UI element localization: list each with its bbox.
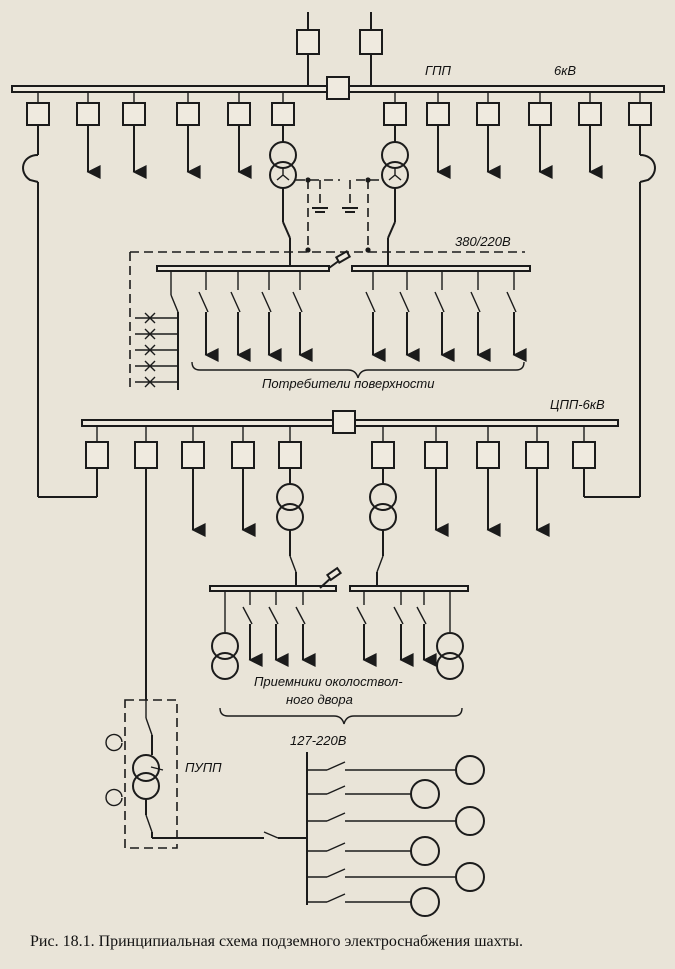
motor-1	[455, 755, 485, 785]
shaft-yard-brace	[219, 707, 463, 725]
incoming-feeders	[296, 12, 383, 86]
surface-transformer-left	[269, 141, 297, 222]
lv-distribution	[263, 752, 485, 917]
motor-3	[455, 806, 485, 836]
motor-2	[410, 779, 440, 809]
underground-transformer-left	[276, 483, 304, 588]
grounding-network	[129, 177, 525, 390]
lv-busbar-left	[156, 265, 330, 272]
shaft-busbar-right	[349, 585, 469, 592]
surface-consumer-feeders	[170, 271, 527, 390]
lv-sectional-switch	[328, 250, 352, 269]
shaft-yard-feeders	[211, 591, 464, 680]
shaft-yard-label-line1: Приемники околоствол-	[254, 674, 403, 689]
underground-transformer-right	[369, 483, 397, 588]
cpp-sectional-breaker	[332, 410, 356, 434]
lv-voltage-label: 380/220В	[455, 234, 511, 249]
lv-incoming-switches	[282, 221, 396, 268]
shaft-yard-label-line2: ного двора	[286, 692, 353, 707]
surface-consumers-brace	[191, 361, 525, 379]
surface-transformer-right	[381, 141, 409, 222]
lighting-lamps	[135, 312, 178, 388]
pupp-unit	[105, 700, 264, 839]
surface-consumers-label: Потребители поверхности	[262, 376, 435, 391]
shaft-busbar-left	[209, 585, 337, 592]
pupp-voltage-label: 127-220В	[290, 733, 347, 748]
pupp-enclosure	[124, 699, 178, 849]
motor-4	[410, 836, 440, 866]
lv-busbar-right	[351, 265, 531, 272]
motor-5	[455, 862, 485, 892]
gpp-feeder-cells	[22, 92, 656, 498]
pupp-label: ПУПП	[185, 760, 222, 775]
gpp-voltage-label: 6кВ	[554, 63, 576, 78]
motor-6	[410, 887, 440, 917]
gpp-sectional-breaker	[326, 76, 350, 100]
shaft-sectional-switch	[319, 566, 343, 589]
gpp-label: ГПП	[425, 63, 451, 78]
cpp-label: ЦПП-6кВ	[550, 397, 605, 412]
cpp-feeder-cells	[85, 426, 596, 700]
figure-caption: Рис. 18.1. Принципиальная схема подземно…	[30, 933, 523, 950]
